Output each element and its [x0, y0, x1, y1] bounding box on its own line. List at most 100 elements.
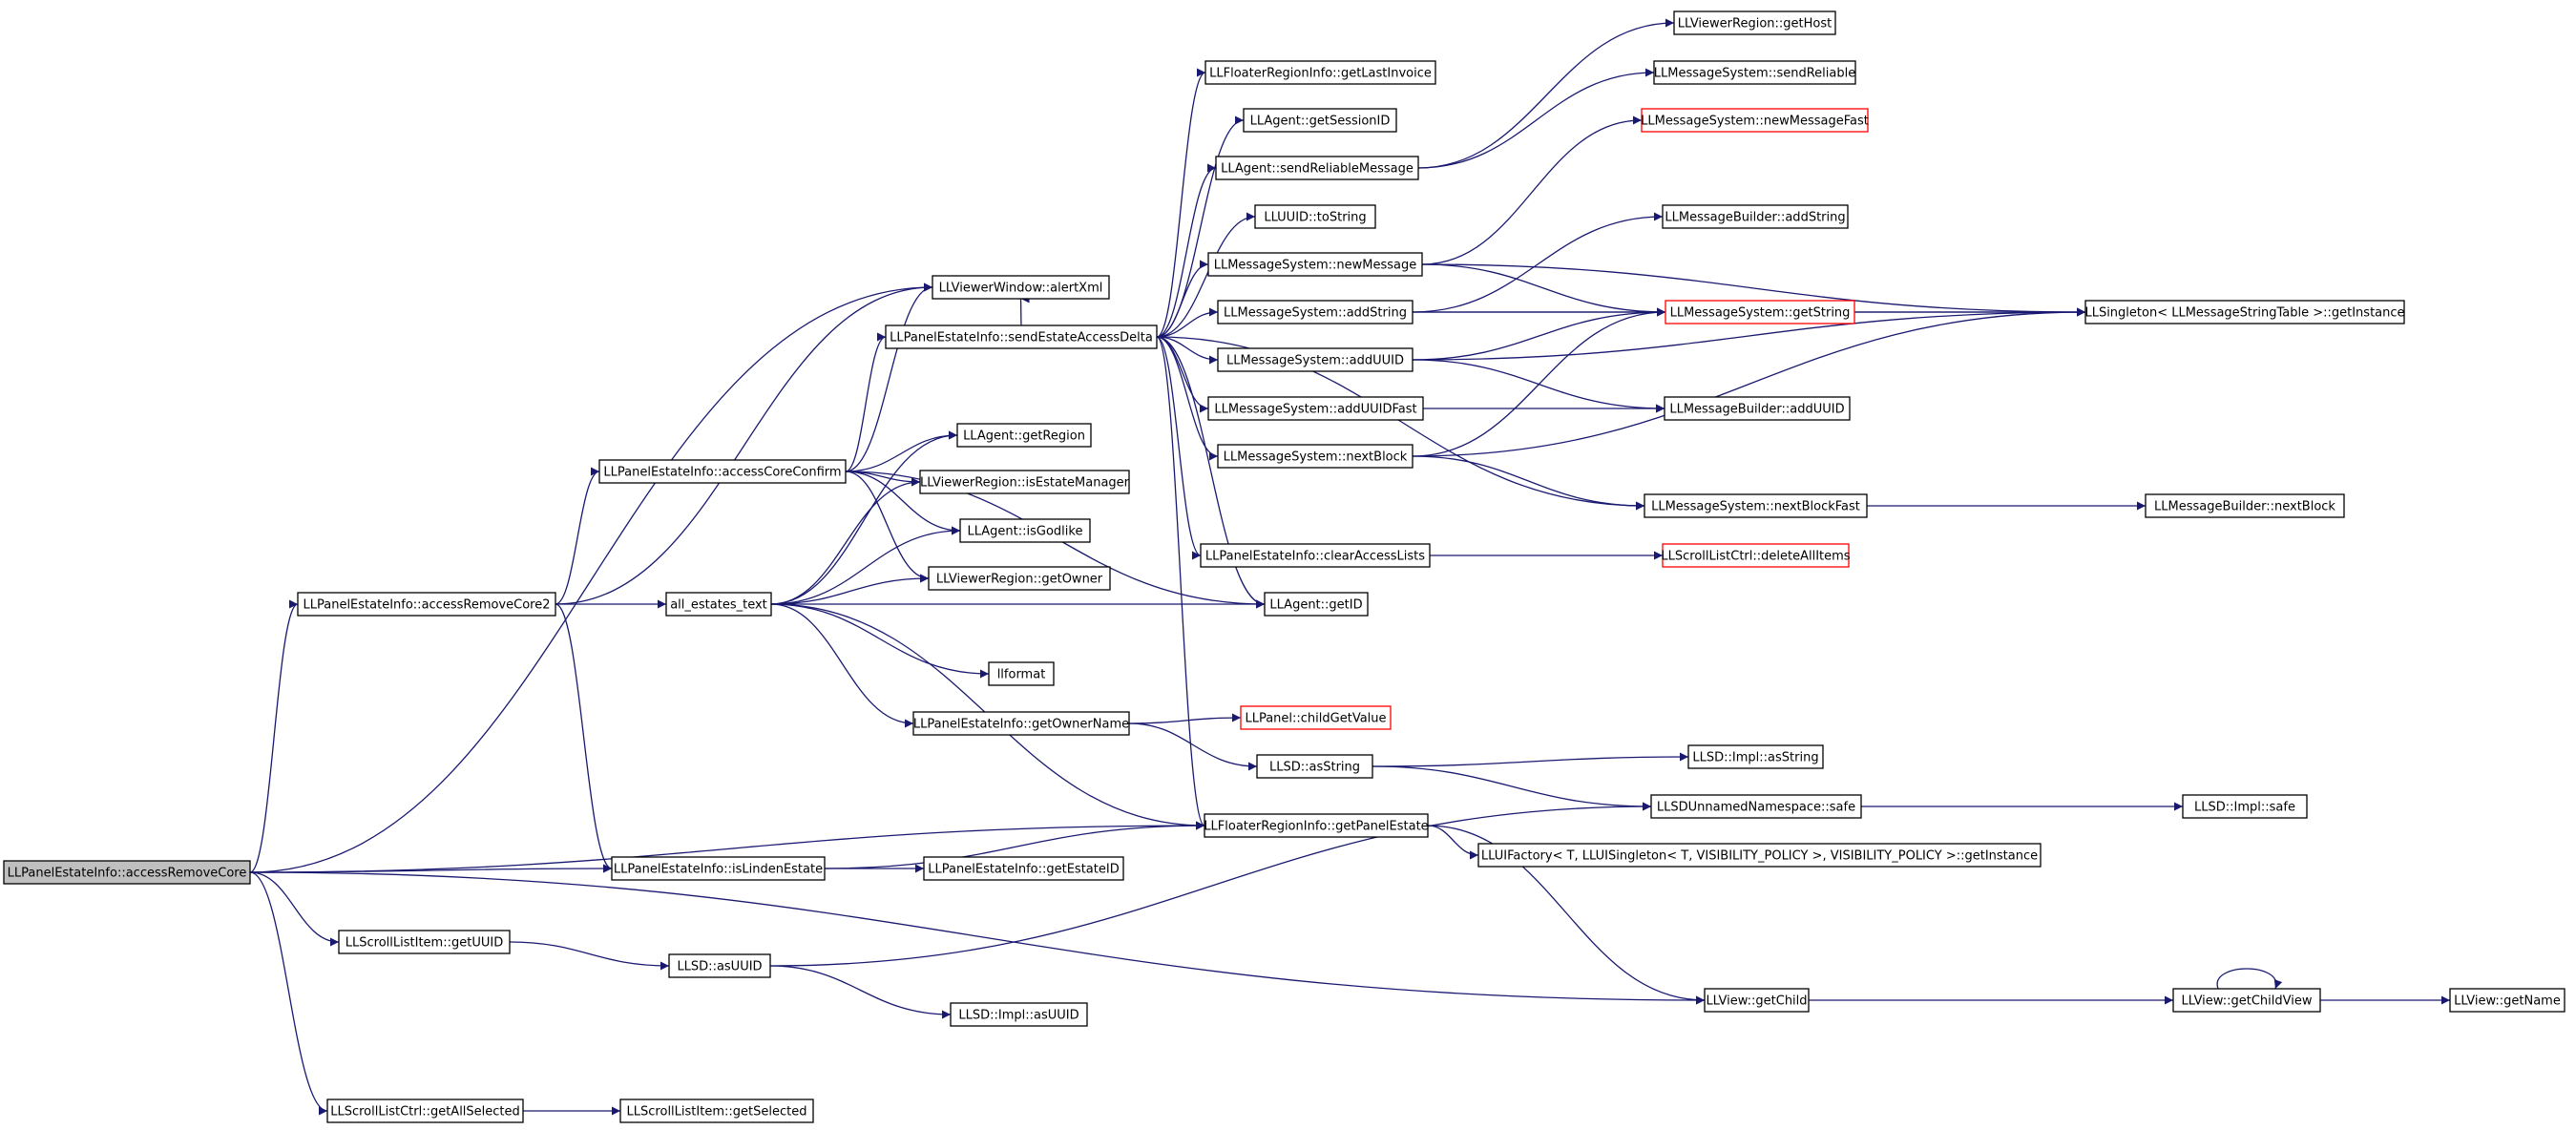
node-llagent-isgodlike[interactable]: LLAgent::isGodlike: [959, 518, 1091, 543]
node-llagent-getsessionid[interactable]: LLAgent::getSessionID: [1243, 108, 1397, 133]
node-llviewerregion-isestatemanager[interactable]: LLViewerRegion::isEstateManager: [919, 470, 1130, 494]
node-box: [611, 856, 826, 881]
node-llmessagesystem-newmessagefast[interactable]: LLMessageSystem::newMessageFast: [1641, 108, 1869, 133]
node-llmessagesystem-nextblockfast[interactable]: LLMessageSystem::nextBlockFast: [1644, 493, 1868, 518]
node-llsingleton-llmessagestringtable-getinstance[interactable]: LLSingleton< LLMessageStringTable >::get…: [2084, 300, 2405, 324]
node-llviewerregion-getowner[interactable]: LLViewerRegion::getOwner: [928, 566, 1111, 591]
edge-root-to-getAllSel: [249, 871, 328, 1116]
node-llpanelestateinfo-islindenestate[interactable]: LLPanelEstateInfo::isLindenEstate: [611, 856, 826, 881]
node-llmessagesystem-sendreliable[interactable]: LLMessageSystem::sendReliable: [1653, 60, 1856, 85]
node-llpanelestateinfo-getownername[interactable]: LLPanelEstateInfo::getOwnerName: [912, 711, 1130, 736]
edge-addUUID-to-getString: [1412, 307, 1666, 361]
edge-asString-to-safeNS: [1372, 765, 1652, 811]
node-box: [665, 592, 772, 617]
node-llmessagebuilder-adduuid[interactable]: LLMessageBuilder::addUUID: [1664, 396, 1851, 421]
node-label: LLAgent::getRegion: [963, 429, 1085, 444]
node-label: LLSD::Impl::safe: [2194, 801, 2295, 815]
node-llfloaterregioninfo-getpanelestate[interactable]: LLFloaterRegionInfo::getPanelEstate: [1204, 813, 1429, 838]
node-box: [2084, 300, 2405, 324]
node-llsd-asstring[interactable]: LLSD::asString: [1256, 754, 1373, 779]
node-llsd-impl-safe[interactable]: LLSD::Impl::safe: [2182, 794, 2308, 819]
edge-acc-to-getOwner: [845, 471, 930, 583]
node-llmessagesystem-getstring[interactable]: LLMessageSystem::getString: [1665, 300, 1855, 324]
node-llsdunnamednamespace-safe[interactable]: LLSDUnnamedNamespace::safe: [1650, 794, 1862, 819]
node-llmessagebuilder-nextblock[interactable]: LLMessageBuilder::nextBlock: [2145, 493, 2345, 518]
edge-srm-to-sendRel: [1417, 68, 1655, 169]
node-llscrolllistitem-getuuid[interactable]: LLScrollListItem::getUUID: [338, 930, 511, 954]
node-llmessagesystem-adduuidfast[interactable]: LLMessageSystem::addUUIDFast: [1207, 396, 1424, 421]
node-llpanelestateinfo-accessremovecore[interactable]: LLPanelEstateInfo::accessRemoveCore: [3, 860, 251, 885]
node-llpanel-childgetvalue[interactable]: LLPanel::childGetValue: [1240, 705, 1392, 730]
edge-send-to-gpe: [1156, 336, 1205, 830]
node-label: LLScrollListCtrl::getAllSelected: [330, 1105, 520, 1120]
node-box: [1264, 592, 1369, 617]
node-box: [1664, 396, 1851, 421]
node-box: [326, 1099, 524, 1123]
node-label: LLSD::Impl::asUUID: [958, 1009, 1079, 1023]
node-llviewerregion-gethost[interactable]: LLViewerRegion::getHost: [1673, 10, 1836, 35]
node-llagent-getregion[interactable]: LLAgent::getRegion: [956, 423, 1092, 448]
node-box: [919, 470, 1130, 494]
edge-gpe-to-getChild: [1427, 825, 1706, 1005]
node-box: [1650, 794, 1862, 819]
node-llpanelestateinfo-accesscoreconfirm[interactable]: LLPanelEstateInfo::accessCoreConfirm: [598, 459, 847, 484]
node-llview-getname[interactable]: LLView::getName: [2449, 988, 2566, 1013]
node-all-estates-text[interactable]: all_estates_text: [665, 592, 772, 617]
node-llpanelestateinfo-sendestateaccessdelta[interactable]: LLPanelEstateInfo::sendEstateAccessDelta: [885, 324, 1158, 349]
node-llscrolllistitem-getselected[interactable]: LLScrollListItem::getSelected: [619, 1099, 814, 1123]
node-llview-getchild[interactable]: LLView::getChild: [1704, 988, 1810, 1013]
node-llscrolllistctrl-deleteallitems[interactable]: LLScrollListCtrl::deleteAllItems: [1661, 543, 1851, 568]
node-llscrolllistctrl-getallselected[interactable]: LLScrollListCtrl::getAllSelected: [326, 1099, 524, 1123]
node-label: all_estates_text: [670, 598, 767, 613]
node-label: LLViewerWindow::alertXml: [939, 282, 1103, 296]
node-llsd-impl-asuuid[interactable]: LLSD::Impl::asUUID: [950, 1002, 1088, 1027]
node-llfloaterregioninfo-getlastinvoice[interactable]: LLFloaterRegionInfo::getLastInvoice: [1204, 60, 1436, 85]
node-label: LLViewerRegion::getOwner: [936, 573, 1103, 587]
node-llpanelestateinfo-getestateid[interactable]: LLPanelEstateInfo::getEstateID: [923, 856, 1124, 881]
node-llmessagebuilder-addstring[interactable]: LLMessageBuilder::addString: [1662, 204, 1849, 229]
edge-send-to-lastInv: [1156, 68, 1206, 338]
edge-addUUID-to-singleton: [1412, 307, 2086, 361]
edge-send-to-toStr: [1156, 212, 1256, 338]
node-lluifactory-t-lluisingleton-t-visibility-policy-visibility-policy-getinstance[interactable]: LLUIFactory< T, LLUISingleton< T, VISIBI…: [1477, 843, 2042, 868]
edge-send-to-newMsg: [1156, 260, 1209, 338]
edge-newMsg-to-singleton: [1421, 263, 2086, 317]
edge-send-to-nextBlock: [1156, 336, 1219, 461]
edge-asUUID-to-implAsUUID: [769, 965, 952, 1019]
node-llviewerwindow-alertxml[interactable]: LLViewerWindow::alertXml: [932, 275, 1110, 300]
edge-send-to-addStr: [1156, 307, 1219, 338]
node-llmessagesystem-adduuid[interactable]: LLMessageSystem::addUUID: [1217, 347, 1414, 372]
node-box: [1217, 444, 1414, 469]
edge-root-to-gpe: [249, 821, 1205, 873]
node-llagent-getid[interactable]: LLAgent::getID: [1264, 592, 1369, 617]
node-llpanelestateinfo-accessremovecore2[interactable]: LLPanelEstateInfo::accessRemoveCore2: [297, 592, 556, 617]
node-llpanelestateinfo-clearaccesslists[interactable]: LLPanelEstateInfo::clearAccessLists: [1200, 543, 1431, 568]
node-llformat[interactable]: llformat: [988, 661, 1055, 686]
node-llmessagesystem-newmessage[interactable]: LLMessageSystem::newMessage: [1207, 252, 1423, 277]
node-label: LLAgent::sendReliableMessage: [1221, 162, 1414, 177]
node-llsd-impl-asstring[interactable]: LLSD::Impl::asString: [1687, 744, 1824, 769]
node-label: LLMessageBuilder::addString: [1665, 211, 1845, 225]
node-llmessagesystem-addstring[interactable]: LLMessageSystem::addString: [1217, 300, 1414, 324]
node-label: LLView::getChildView: [2182, 994, 2313, 1009]
edge-aet-to-getRegion: [770, 430, 958, 605]
node-lluuid-tostring[interactable]: LLUUID::toString: [1254, 204, 1376, 229]
edge-aet-to-isEM: [770, 477, 921, 605]
edge-arc2-to-isLinden: [555, 603, 613, 873]
node-label: LLMessageSystem::addString: [1224, 306, 1407, 321]
node-label: LLPanelEstateInfo::getEstateID: [928, 863, 1119, 877]
node-label: LLSingleton< LLMessageStringTable >::get…: [2084, 306, 2404, 321]
node-box: [1215, 156, 1419, 180]
node-llagent-sendreliablemessage[interactable]: LLAgent::sendReliableMessage: [1215, 156, 1419, 180]
node-llsd-asuuid[interactable]: LLSD::asUUID: [668, 953, 771, 978]
node-box: [1641, 108, 1869, 133]
node-llmessagesystem-nextblock[interactable]: LLMessageSystem::nextBlock: [1217, 444, 1414, 469]
node-label: LLSDUnnamedNamespace::safe: [1657, 801, 1855, 815]
node-label: LLPanelEstateInfo::isLindenEstate: [614, 863, 823, 877]
edge-root-to-sliUUID: [249, 871, 340, 947]
edge-isLinden-to-gpe: [824, 821, 1205, 869]
node-box: [1217, 300, 1414, 324]
node-box: [1662, 204, 1849, 229]
node-llview-getchildview[interactable]: LLView::getChildView: [2172, 988, 2321, 1013]
node-label: LLMessageSystem::nextBlock: [1224, 450, 1408, 465]
